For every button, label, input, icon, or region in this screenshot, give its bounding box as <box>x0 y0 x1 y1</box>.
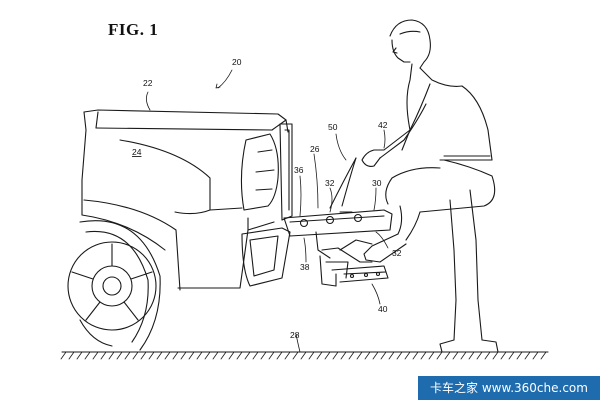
leader-32b <box>375 231 389 249</box>
step-assembly <box>283 209 393 287</box>
leader-28 <box>295 333 301 353</box>
leader-42 <box>383 129 386 149</box>
ref-20: 20 <box>232 57 242 67</box>
ref-26: 26 <box>310 144 320 154</box>
handle <box>329 157 357 213</box>
leader-26 <box>313 153 319 209</box>
leader-36 <box>299 175 302 217</box>
ref-38: 38 <box>300 262 310 272</box>
ref-50: 50 <box>328 122 338 132</box>
ground-line <box>60 351 549 360</box>
leader-40 <box>371 283 381 305</box>
truck-bed <box>81 109 289 291</box>
ref-30: 30 <box>372 178 382 188</box>
tail-light <box>240 133 279 211</box>
ref-28: 28 <box>290 330 300 340</box>
ref-42: 42 <box>378 120 388 130</box>
rear-wheel <box>67 220 161 351</box>
person-figure <box>361 19 499 353</box>
ref-36: 36 <box>294 165 304 175</box>
leader-20 <box>217 69 233 89</box>
ref-32-upper: 32 <box>325 178 335 188</box>
reference-numerals: 20 22 24 26 28 30 32 32 36 38 40 42 50 <box>132 57 402 340</box>
watermark-banner: 卡车之家 www.360che.com <box>418 376 600 400</box>
ref-40: 40 <box>378 304 388 314</box>
tailgate <box>279 123 293 221</box>
rear-bumper <box>241 227 291 287</box>
leader-32a <box>329 187 333 213</box>
ref-22: 22 <box>143 78 153 88</box>
ref-24: 24 <box>132 147 142 157</box>
leader-30 <box>373 187 377 211</box>
leader-lines <box>146 69 389 353</box>
ref-32-lower: 32 <box>392 248 402 258</box>
leader-38 <box>303 237 307 263</box>
leader-50 <box>335 133 347 161</box>
leader-22 <box>146 91 151 111</box>
figure-title: FIG. 1 <box>108 20 159 39</box>
